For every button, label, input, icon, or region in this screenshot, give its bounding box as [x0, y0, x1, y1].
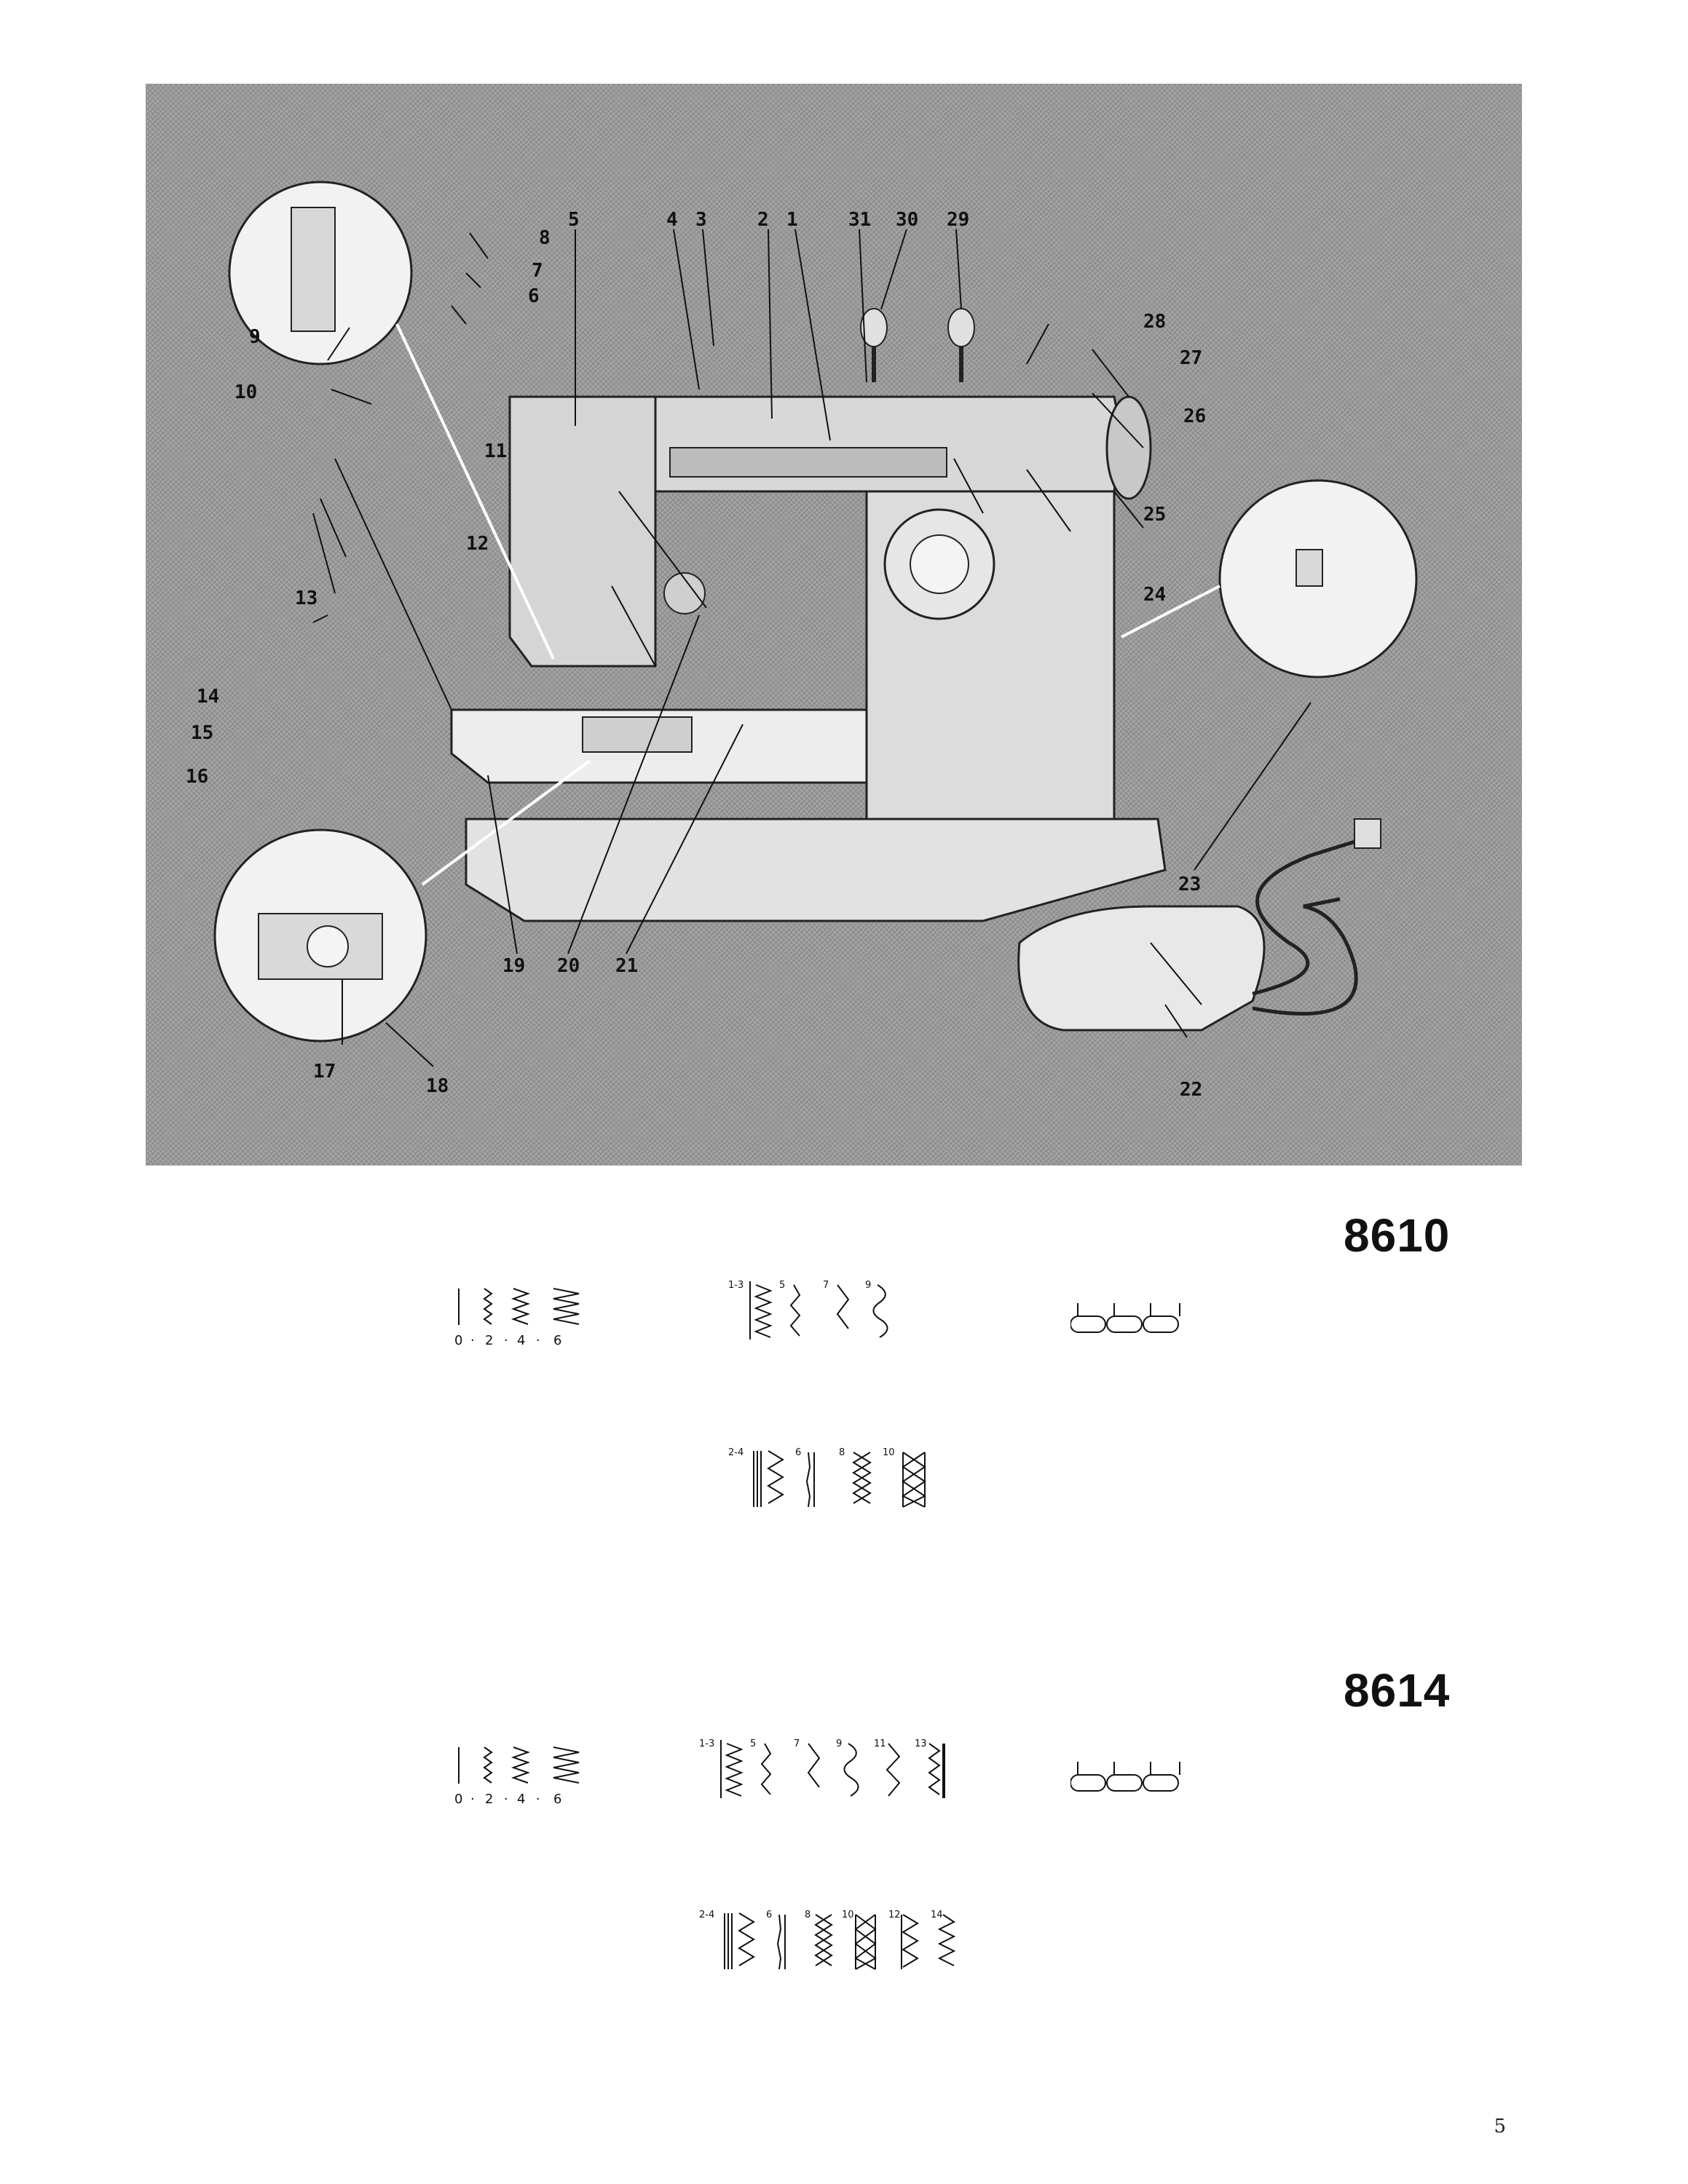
- svg-text:14: 14: [931, 1910, 943, 1920]
- callout-31: 31: [848, 209, 871, 231]
- stitch-chart-8610-row1: 1-3 5 7 9: [728, 1280, 888, 1340]
- machine-base: [465, 818, 1167, 922]
- svg-text:9: 9: [836, 1738, 842, 1749]
- callout-4: 4: [666, 209, 678, 231]
- svg-text:6: 6: [766, 1910, 772, 1920]
- hand-wheel: [1105, 395, 1152, 500]
- model-title-8614: 8614: [1344, 1664, 1451, 1717]
- svg-text:8: 8: [839, 1447, 845, 1458]
- svg-text:·: ·: [470, 1792, 475, 1807]
- svg-text:4: 4: [517, 1792, 525, 1807]
- svg-text:·: ·: [504, 1333, 508, 1348]
- svg-text:5: 5: [750, 1738, 756, 1749]
- svg-text:7: 7: [823, 1280, 829, 1291]
- callout-30: 30: [896, 209, 918, 231]
- svg-text:7: 7: [794, 1738, 800, 1749]
- callout-28: 28: [1143, 311, 1166, 333]
- svg-text:·: ·: [536, 1333, 540, 1348]
- svg-text:9: 9: [865, 1280, 871, 1291]
- callout-20: 20: [557, 955, 580, 977]
- callout-25: 25: [1143, 504, 1166, 526]
- callout-29: 29: [947, 209, 969, 231]
- svg-text:1-3: 1-3: [699, 1738, 714, 1749]
- callout-16: 16: [186, 766, 208, 788]
- callout-18: 18: [426, 1075, 449, 1097]
- svg-text:1-3: 1-3: [728, 1280, 744, 1291]
- presser-feet-8610: [1070, 1303, 1180, 1333]
- stitch-chart-8614-row2: 2-4 6 8 10 12 14: [699, 1910, 956, 1970]
- page-number: 5: [1494, 2116, 1506, 2137]
- callout-24: 24: [1143, 584, 1166, 606]
- svg-text:6: 6: [795, 1447, 801, 1458]
- tension-knob: [663, 572, 706, 614]
- callout-19: 19: [502, 955, 525, 977]
- svg-text:0: 0: [454, 1333, 462, 1348]
- stitch-chart-8614-row1: 1-3 5 7 9 11 13: [699, 1738, 945, 1798]
- svg-text:13: 13: [915, 1738, 927, 1749]
- machine-illustration: 1 2 3 4 5 6 7 8 9 10 11 12 13 14 15 16 1…: [146, 84, 1522, 1166]
- svg-text:8: 8: [805, 1910, 811, 1920]
- callout-3: 3: [695, 209, 707, 231]
- svg-text:2: 2: [485, 1792, 493, 1807]
- width-dial-8610: 0 · 2 · 4 · 6: [454, 1288, 580, 1348]
- selector-panel: [669, 447, 947, 478]
- callout-11: 11: [484, 440, 507, 462]
- callout-8: 8: [539, 227, 551, 249]
- svg-text:2: 2: [485, 1333, 493, 1348]
- callout-14: 14: [197, 686, 219, 708]
- plug: [1354, 818, 1381, 849]
- stitch-chart-8610-row2: 2-4 6 8 10: [728, 1447, 926, 1508]
- svg-text:·: ·: [536, 1792, 540, 1807]
- callout-17: 17: [313, 1061, 336, 1083]
- callout-27: 27: [1180, 347, 1202, 369]
- callout-13: 13: [295, 587, 318, 609]
- callout-23: 23: [1178, 874, 1201, 895]
- callout-1: 1: [786, 209, 798, 231]
- callout-2: 2: [757, 209, 769, 231]
- callout-7: 7: [532, 260, 543, 282]
- svg-text:10: 10: [842, 1910, 854, 1920]
- svg-text:11: 11: [874, 1738, 886, 1749]
- callout-22: 22: [1180, 1079, 1202, 1101]
- svg-text:6: 6: [553, 1333, 561, 1348]
- svg-text:10: 10: [883, 1447, 895, 1458]
- callout-5: 5: [568, 209, 580, 231]
- svg-text:0: 0: [454, 1792, 462, 1807]
- foot-control: [1017, 905, 1266, 1032]
- width-dial-8614: 0 · 2 · 4 · 6: [454, 1746, 580, 1807]
- svg-text:4: 4: [517, 1333, 525, 1348]
- power-cord: [1252, 835, 1370, 996]
- callout-9: 9: [249, 326, 261, 348]
- callout-6: 6: [528, 285, 540, 307]
- svg-text:·: ·: [504, 1792, 508, 1807]
- model-title-8610: 8610: [1344, 1209, 1451, 1262]
- callout-10: 10: [234, 381, 257, 403]
- callout-15: 15: [191, 722, 213, 744]
- machine-drawing: 1 2 3 4 5 6 7 8 9 10 11 12 13 14 15 16 1…: [186, 181, 1418, 1101]
- needle-plate: [582, 716, 693, 753]
- callout-12: 12: [466, 533, 489, 555]
- presser-feet-8614: [1070, 1762, 1180, 1792]
- callout-21: 21: [615, 955, 638, 977]
- svg-text:5: 5: [779, 1280, 785, 1291]
- svg-text:·: ·: [470, 1333, 475, 1348]
- callout-26: 26: [1183, 405, 1206, 427]
- svg-text:6: 6: [553, 1792, 561, 1807]
- svg-text:12: 12: [888, 1910, 901, 1920]
- svg-text:2-4: 2-4: [699, 1910, 714, 1920]
- svg-text:2-4: 2-4: [728, 1447, 744, 1458]
